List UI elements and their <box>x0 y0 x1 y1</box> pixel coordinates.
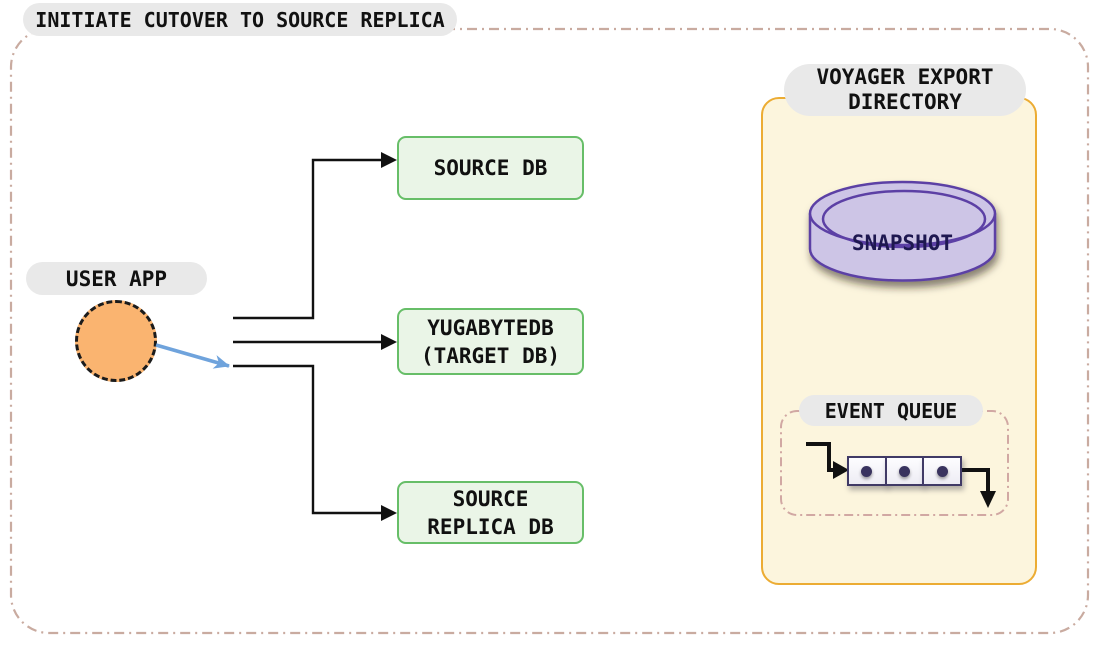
snapshot-label: SNAPSHOT <box>851 231 954 255</box>
queue-dot-icon <box>899 465 910 477</box>
voyager-label-line2: DIRECTORY <box>848 90 962 114</box>
db-box-target-label-line2: (TARGET DB) <box>420 343 561 368</box>
queue-inflow-arrow <box>806 442 849 479</box>
event-queue-badge: EVENT QUEUE <box>799 395 983 426</box>
title-badge: INITIATE CUTOVER TO SOURCE REPLICA <box>23 3 457 36</box>
voyager-export-directory-panel <box>761 97 1037 585</box>
db-box-source-label: SOURCE DB <box>433 156 548 180</box>
voyager-export-directory-badge: VOYAGER EXPORT DIRECTORY <box>784 64 1026 116</box>
queue-outflow-arrow <box>960 468 996 508</box>
arrow-to-source-db <box>233 152 397 320</box>
queue-cell <box>884 456 925 486</box>
db-box-source-replica: SOURCE REPLICA DB <box>397 481 584 544</box>
db-box-source-replica-label-line2: REPLICA DB <box>427 514 554 539</box>
outer-dashed-border <box>9 27 1090 635</box>
user-app-circle-icon <box>75 300 157 382</box>
db-box-source: SOURCE DB <box>397 136 584 200</box>
voyager-label-line1: VOYAGER EXPORT <box>816 65 994 89</box>
queue-dot-icon <box>861 465 873 477</box>
queue-cells <box>847 456 963 486</box>
user-app-badge: USER APP <box>26 262 207 295</box>
user-app-label: USER APP <box>65 266 168 291</box>
queue-cell <box>847 456 887 486</box>
queue-dot-icon <box>936 465 948 477</box>
event-queue-label: EVENT QUEUE <box>824 398 958 423</box>
queue-cell <box>922 456 963 486</box>
title-label: INITIATE CUTOVER TO SOURCE REPLICA <box>35 7 445 32</box>
arrow-to-source-replica-db <box>233 364 397 521</box>
arrow-to-target-db <box>233 334 397 350</box>
cutover-arrow <box>155 343 230 369</box>
db-box-target-label-line1: YUGABYTEDB <box>427 315 554 340</box>
db-box-source-replica-label-line1: SOURCE <box>452 486 529 511</box>
snapshot-cylinder-icon <box>808 180 997 282</box>
db-box-target: YUGABYTEDB (TARGET DB) <box>397 308 584 375</box>
